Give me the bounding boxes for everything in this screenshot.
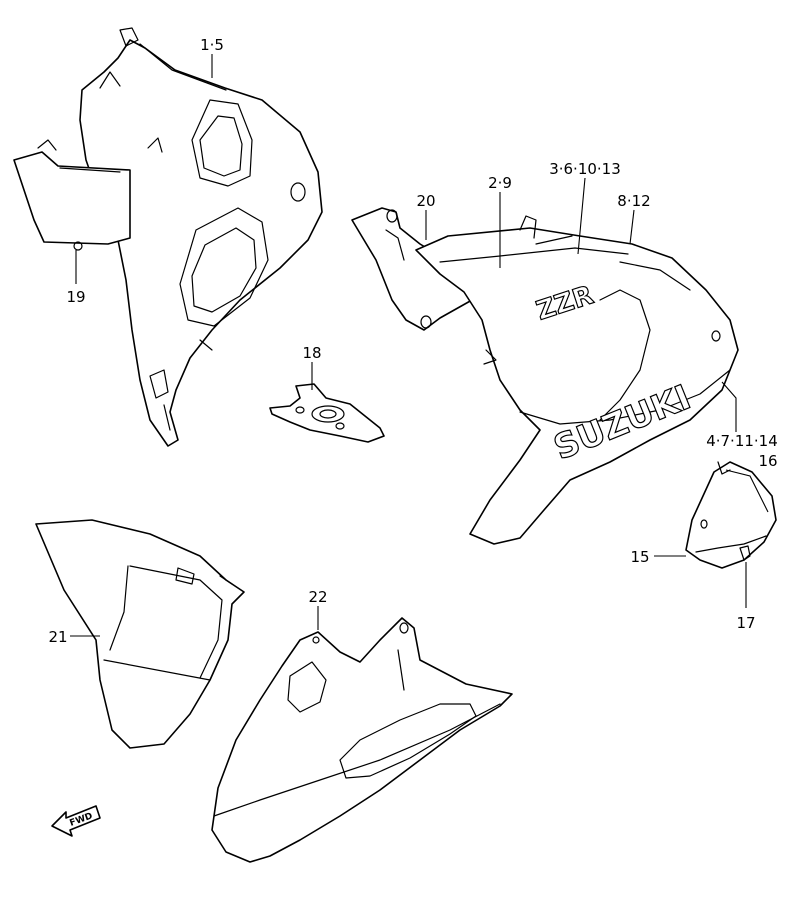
upper-cowl-left-part: [79, 27, 323, 447]
callout-17: 17: [736, 614, 755, 632]
callout-3-6-10-13: 3·6·10·13: [549, 160, 621, 178]
leader-16: [725, 469, 769, 513]
callout-4-7-11-14: 4·7·11·14: [706, 432, 778, 450]
inner-cowl-part: [35, 519, 245, 749]
callout-22: 22: [308, 588, 327, 606]
callout-18: 18: [302, 344, 321, 362]
bracket-plate-part: [269, 383, 385, 443]
callout-2-9: 2·9: [488, 174, 512, 192]
callout-15: 15: [630, 548, 649, 566]
leader-3-6-10-13: [577, 177, 586, 255]
side-cowl-part: ZZR SUZUKI: [415, 215, 739, 545]
leader-8-12: [629, 209, 635, 245]
callout-19: 19: [66, 288, 85, 306]
forward-arrow-icon: FWD: [51, 805, 101, 837]
leader-4-7-11-14: [721, 381, 737, 432]
inner-panel-part: [13, 139, 131, 251]
under-cowl-part: [211, 617, 513, 863]
callout-21: 21: [48, 628, 67, 646]
lower-cover-part: [685, 461, 777, 569]
callout-16: 16: [758, 452, 777, 470]
callout-8-12: 8·12: [617, 192, 650, 210]
callout-1-5: 1·5: [200, 36, 224, 54]
callout-20: 20: [416, 192, 435, 210]
